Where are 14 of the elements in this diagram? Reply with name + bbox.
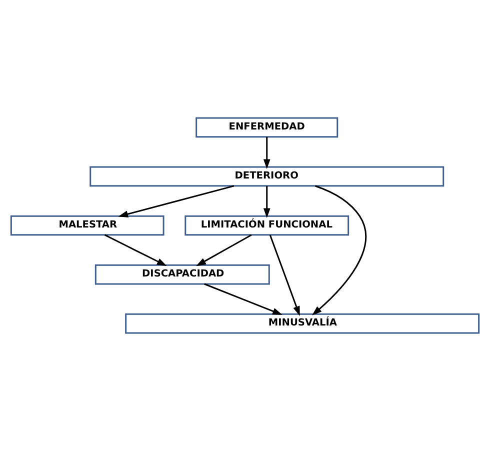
- arrow: [263, 186, 270, 218]
- node-box: MALESTAR: [10, 215, 164, 236]
- node-box: DISCAPACIDAD: [94, 264, 270, 285]
- arrow: [312, 185, 366, 316]
- arrow: [263, 136, 270, 170]
- node-box: MINUSVALÍA: [125, 313, 480, 334]
- arrow: [196, 234, 252, 266]
- node-box: DETERIORO: [90, 166, 444, 187]
- node-box: ENFERMEDAD: [196, 117, 338, 138]
- node-box: LIMITACIÓN FUNCIONAL: [184, 215, 350, 236]
- arrow: [204, 283, 282, 315]
- arrow: [104, 234, 167, 266]
- arrow: [118, 185, 234, 218]
- arrow: [269, 234, 300, 316]
